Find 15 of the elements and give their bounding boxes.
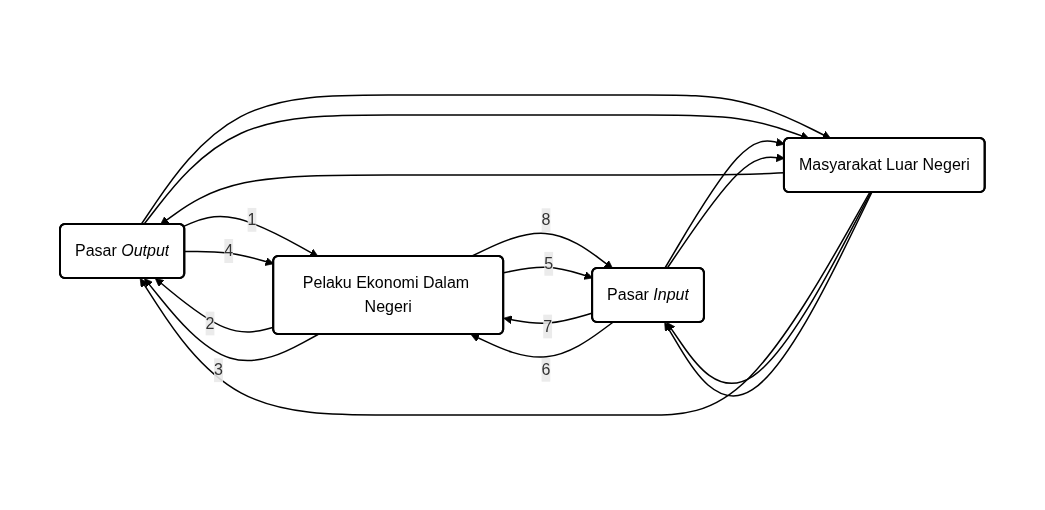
edge-label: 5	[544, 254, 554, 272]
arrow	[143, 114, 810, 226]
edge-label: 8	[541, 211, 551, 229]
edge-label: 2	[205, 314, 215, 332]
arrow	[470, 321, 614, 358]
edge-label: 3	[214, 361, 224, 379]
arrow	[139, 191, 871, 416]
arrow	[144, 278, 319, 362]
arrow	[183, 215, 319, 257]
arrow	[140, 94, 832, 226]
edge-label: 7	[543, 317, 553, 335]
edge-label: 6	[541, 360, 551, 378]
arrow	[470, 232, 614, 269]
edge-label: 1	[247, 210, 257, 228]
edge-label: 4	[224, 242, 234, 259]
